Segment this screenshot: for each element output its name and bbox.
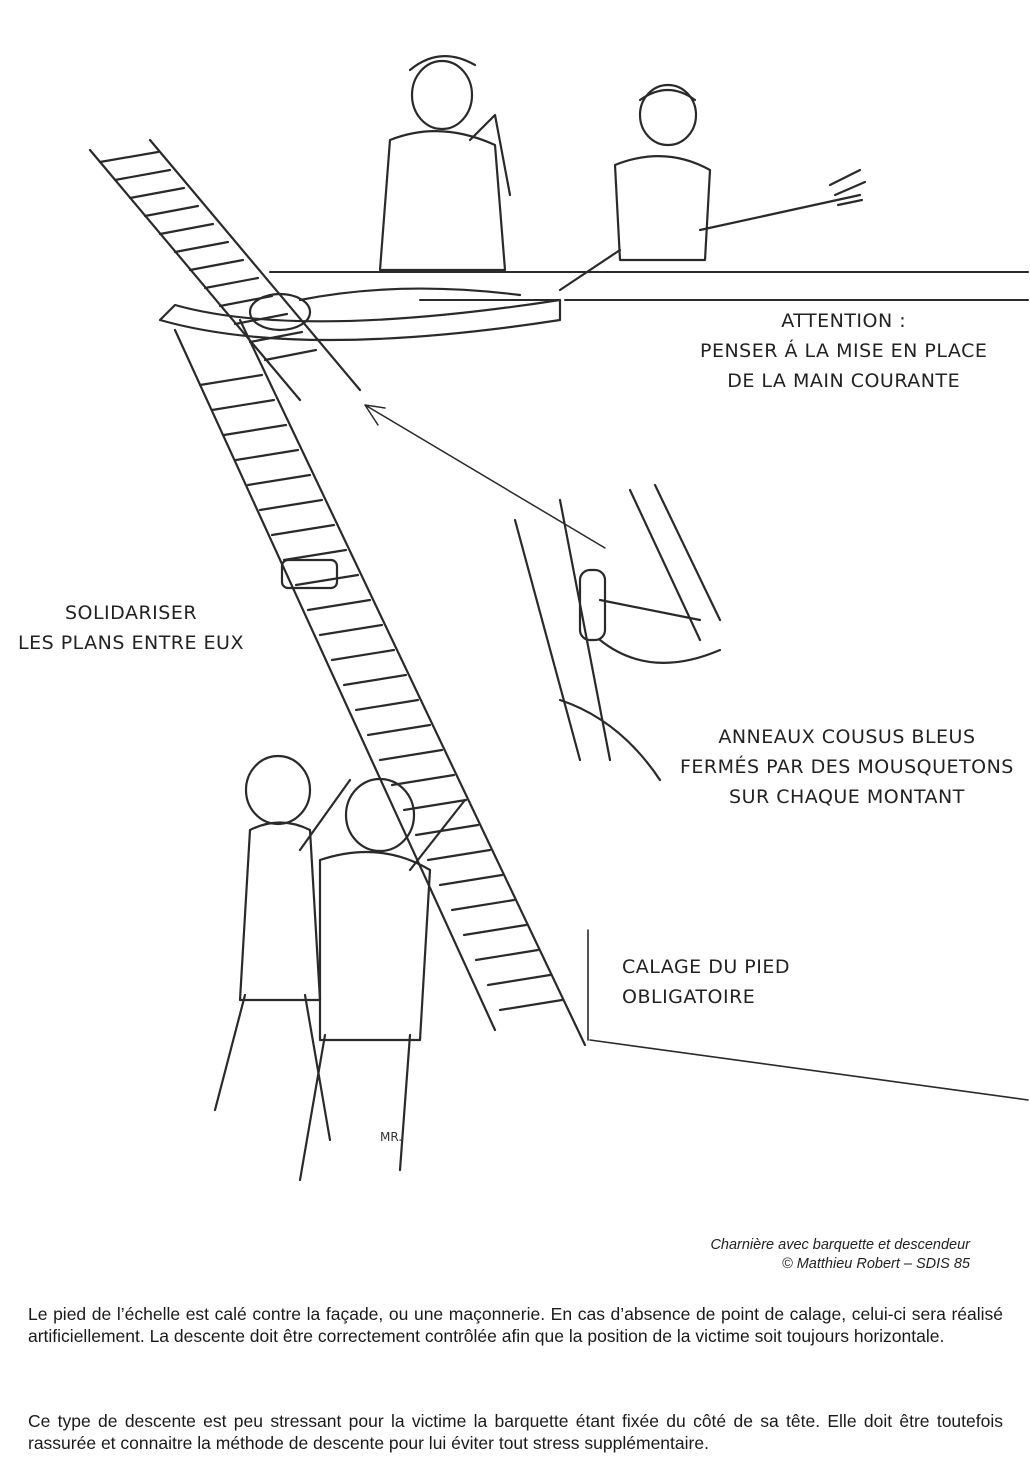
- annotation-line: les plans entre eux: [18, 632, 244, 654]
- rescuer-top-right: [558, 83, 867, 292]
- annotation-line: Calage du pied: [622, 956, 790, 978]
- upper-ladder: [88, 138, 362, 402]
- annotation-line: Solidariser: [64, 602, 198, 624]
- detail-arrow: [364, 404, 606, 549]
- annotation-line: sur chaque montant: [729, 786, 965, 808]
- basket-stretcher: [158, 287, 562, 342]
- annotation-line: obligatoire: [622, 986, 756, 1008]
- annotation-line: Attention :: [781, 310, 907, 332]
- ladder-rescue-illustration: [88, 55, 1029, 1182]
- annotation-line: de la main courante: [727, 370, 961, 392]
- annotation-line: Anneaux cousus bleus: [718, 726, 976, 748]
- carabiner-detail: [513, 483, 722, 782]
- annotation-anneaux: Anneaux cousus bleus fermés par des mous…: [680, 722, 1014, 812]
- paragraph: Le pied de l’échelle est calé contre la …: [28, 1304, 1003, 1346]
- roof-edge: [269, 271, 1029, 301]
- rescuers-bottom: [213, 754, 467, 1182]
- annotation-line: penser á la mise en place: [700, 340, 988, 362]
- annotation-solidariser: Solidariser les plans entre eux: [18, 598, 244, 658]
- figure-caption: Charnière avec barquette et descendeur ©…: [710, 1236, 970, 1274]
- ground-line: [589, 1039, 1029, 1101]
- artist-signature: MR.: [380, 1130, 403, 1144]
- annotation-line: fermés par des mousquetons: [680, 756, 1014, 778]
- caption-credit: © Matthieu Robert – SDIS 85: [782, 1256, 970, 1272]
- rescuer-top-left: [378, 55, 512, 272]
- annotation-attention: Attention : penser á la mise en place de…: [700, 306, 987, 396]
- caption-line: Charnière avec barquette et descendeur: [710, 1237, 970, 1253]
- annotation-calage: Calage du pied obligatoire: [622, 952, 790, 1012]
- lower-ladder: [173, 318, 587, 1047]
- paragraph: Ce type de descente est peu stressant po…: [28, 1411, 1003, 1453]
